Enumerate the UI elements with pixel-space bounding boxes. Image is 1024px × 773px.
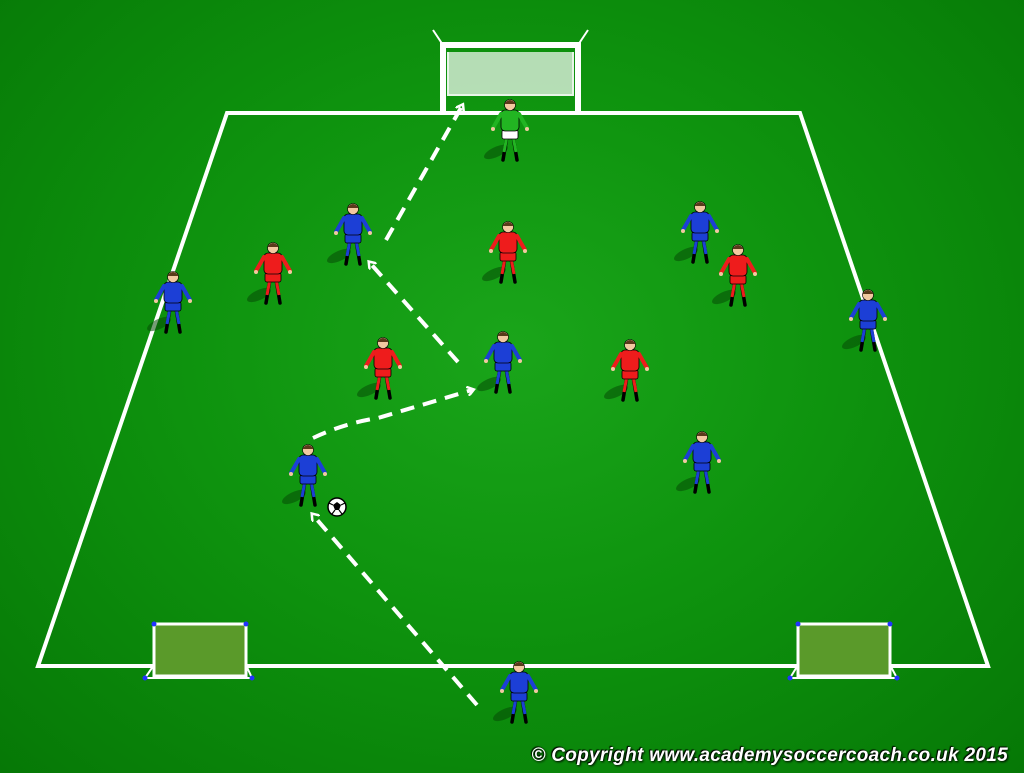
red-player	[357, 337, 402, 400]
blue-player	[493, 661, 538, 724]
goalkeeper	[484, 99, 529, 162]
large-goal	[432, 29, 589, 112]
red-player	[712, 244, 757, 307]
blue-player	[477, 331, 522, 394]
mini-goal-right	[787, 621, 900, 681]
arrow-pass-2	[312, 390, 472, 440]
blue-player	[282, 444, 327, 507]
red-player	[604, 339, 649, 402]
blue-player	[842, 289, 887, 352]
arrow-pass-4	[384, 106, 462, 241]
pitch-boundary	[35, 111, 991, 668]
blue-player	[147, 271, 192, 334]
arrow-pass-1	[313, 515, 479, 707]
mini-goal-left	[142, 621, 255, 681]
red-player	[482, 221, 527, 284]
blue-player	[674, 201, 719, 264]
players	[147, 99, 887, 724]
blue-player	[676, 431, 721, 494]
movement-arrows	[312, 106, 479, 707]
blue-player	[327, 203, 372, 266]
soccer-ball	[327, 497, 347, 517]
red-player	[247, 242, 292, 305]
copyright-text: © Copyright www.academysoccercoach.co.uk…	[531, 745, 1008, 766]
